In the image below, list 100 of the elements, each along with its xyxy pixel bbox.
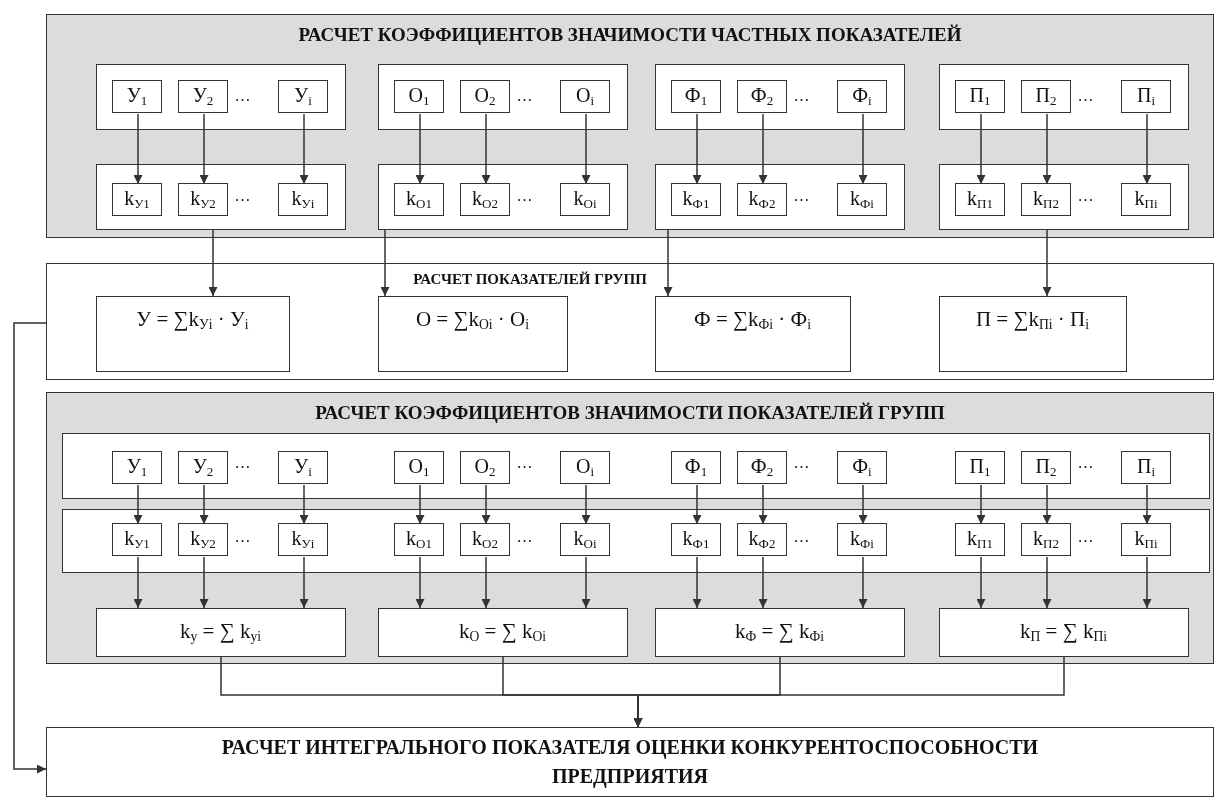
ellipsis: … bbox=[515, 453, 534, 472]
indicator-box bbox=[460, 523, 510, 556]
symbol-label: П$_{i}$ bbox=[1136, 454, 1156, 481]
section-heading: РАСЧЕТ КОЭФФИЦИЕНТОВ ЗНАЧИМОСТИ ПОКАЗАТЕЛЕЙ ГРУПП bbox=[315, 402, 945, 424]
indicator-box bbox=[460, 80, 510, 113]
symbol-label: Ф$_{2}$ bbox=[750, 83, 774, 110]
arrow bbox=[976, 113, 986, 185]
indicator-box bbox=[460, 451, 510, 484]
symbol-label: k$_{Уi}$ bbox=[291, 186, 315, 213]
arrow bbox=[380, 229, 390, 297]
arrow bbox=[1042, 229, 1052, 297]
indicator-box bbox=[112, 523, 162, 556]
ellipsis: … bbox=[233, 453, 252, 472]
section-panel bbox=[46, 14, 1214, 238]
arrow bbox=[758, 484, 768, 525]
group-box bbox=[377, 63, 628, 130]
indicator-box bbox=[737, 523, 787, 556]
arrow bbox=[1042, 113, 1052, 185]
indicator-box bbox=[1121, 451, 1171, 484]
symbol-label: П$_{1}$ bbox=[969, 83, 991, 110]
formula-box bbox=[654, 607, 905, 657]
arrow bbox=[13, 322, 47, 774]
arrow bbox=[481, 113, 491, 185]
symbol-label: П$_{2}$ bbox=[1035, 454, 1057, 481]
arrow bbox=[415, 484, 425, 525]
indicator-box bbox=[1121, 523, 1171, 556]
indicator-box bbox=[560, 523, 610, 556]
indicator-box bbox=[112, 80, 162, 113]
indicator-box bbox=[278, 523, 328, 556]
symbol-label: k$_{Фi}$ bbox=[850, 526, 874, 553]
symbol-label: П$_{2}$ bbox=[1035, 83, 1057, 110]
symbol-label: У$_{2}$ bbox=[192, 454, 214, 481]
indicator-box bbox=[560, 80, 610, 113]
symbol-label: О$_{1}$ bbox=[408, 454, 430, 481]
arrow bbox=[481, 484, 491, 525]
arrow bbox=[299, 113, 309, 185]
ellipsis: … bbox=[792, 186, 811, 205]
arrow bbox=[208, 229, 218, 297]
arrow bbox=[1042, 484, 1052, 525]
symbol-label: П$_{i}$ bbox=[1136, 83, 1156, 110]
symbol-label: Ф$_{1}$ bbox=[684, 454, 708, 481]
indicator-box bbox=[837, 523, 887, 556]
indicator-box bbox=[737, 183, 787, 216]
symbol-label: k$_{П2}$ bbox=[1033, 526, 1059, 553]
group-box bbox=[938, 163, 1189, 230]
indicator-box bbox=[737, 80, 787, 113]
formula-box bbox=[95, 295, 290, 372]
ellipsis: … bbox=[792, 453, 811, 472]
indicator-box bbox=[278, 451, 328, 484]
indicator-box bbox=[112, 451, 162, 484]
formula-text: k$_{П}$ = ∑ k$_{Пi}$ bbox=[1019, 618, 1108, 646]
symbol-label: k$_{У2}$ bbox=[190, 526, 216, 553]
formula-text: У = ∑k$_{Уi}$ · У$_{i}$ bbox=[136, 306, 249, 333]
ellipsis: … bbox=[233, 186, 252, 205]
arrow bbox=[199, 556, 209, 609]
symbol-label: k$_{Уi}$ bbox=[291, 526, 315, 553]
ellipsis: … bbox=[515, 86, 534, 105]
formula-box bbox=[938, 295, 1127, 372]
arrow bbox=[858, 113, 868, 185]
group-box bbox=[95, 163, 346, 230]
indicator-box bbox=[560, 183, 610, 216]
symbol-label: k$_{Фi}$ bbox=[850, 186, 874, 213]
section-heading: РАСЧЕТ ПОКАЗАТЕЛЕЙ ГРУПП bbox=[412, 271, 648, 288]
symbol-label: Ф$_{i}$ bbox=[852, 83, 872, 110]
symbol-label: О$_{2}$ bbox=[474, 83, 496, 110]
symbol-label: k$_{П2}$ bbox=[1033, 186, 1059, 213]
arrow bbox=[299, 556, 309, 609]
indicator-box bbox=[1021, 451, 1071, 484]
indicator-box bbox=[1121, 183, 1171, 216]
arrow bbox=[299, 484, 309, 525]
arrow bbox=[692, 556, 702, 609]
indicator-box bbox=[278, 80, 328, 113]
symbol-label: k$_{О2}$ bbox=[472, 526, 498, 553]
symbol-label: У$_{1}$ bbox=[126, 83, 148, 110]
section-panel bbox=[46, 263, 1214, 380]
symbol-label: У$_{1}$ bbox=[126, 454, 148, 481]
group-box bbox=[95, 63, 346, 130]
formula-text: П = ∑k$_{Пi}$ · П$_{i}$ bbox=[975, 306, 1090, 333]
arrow bbox=[133, 556, 143, 609]
symbol-label: k$_{У1}$ bbox=[124, 186, 150, 213]
arrow bbox=[633, 656, 1065, 728]
formula-text: k$_{О}$ = ∑ k$_{Оi}$ bbox=[458, 618, 547, 646]
ellipsis: … bbox=[233, 86, 252, 105]
symbol-label: k$_{Оi}$ bbox=[573, 186, 597, 213]
formula-box bbox=[377, 295, 568, 372]
group-box bbox=[377, 163, 628, 230]
symbol-label: П$_{1}$ bbox=[969, 454, 991, 481]
ellipsis: … bbox=[1076, 527, 1095, 546]
arrow bbox=[1142, 484, 1152, 525]
indicator-box bbox=[394, 80, 444, 113]
symbol-label: k$_{Ф1}$ bbox=[682, 186, 710, 213]
symbol-label: Ф$_{2}$ bbox=[750, 454, 774, 481]
arrow bbox=[133, 484, 143, 525]
symbol-label: О$_{1}$ bbox=[408, 83, 430, 110]
formula-box bbox=[654, 295, 851, 372]
indicator-box bbox=[178, 451, 228, 484]
arrow bbox=[663, 229, 673, 297]
symbol-label: k$_{У1}$ bbox=[124, 526, 150, 553]
arrow bbox=[758, 113, 768, 185]
ellipsis: … bbox=[515, 527, 534, 546]
